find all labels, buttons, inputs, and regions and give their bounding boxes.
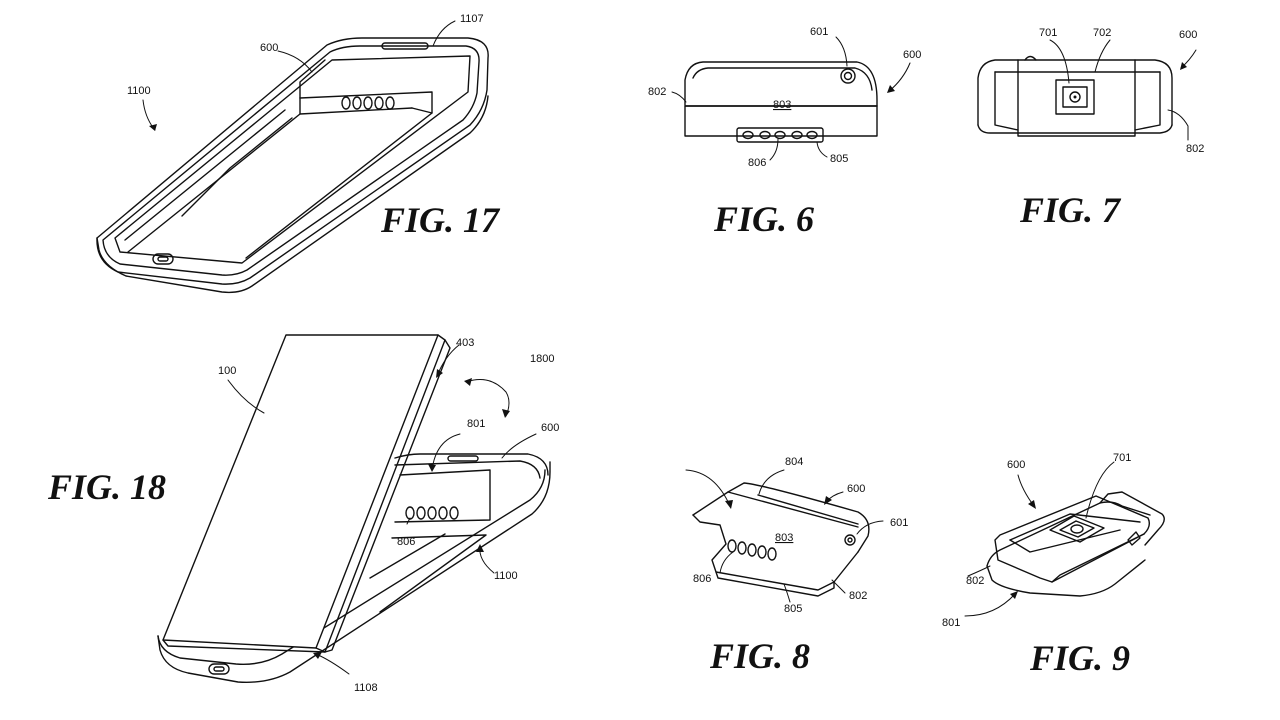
fig17-ref-opening: 1107 — [460, 13, 484, 25]
fig7-ref-plate: 702 — [1093, 27, 1111, 39]
fig18-contact-pins — [405, 506, 459, 520]
fig6-ref-pins: 806 — [748, 157, 766, 169]
fig8-contact-pins — [727, 539, 777, 561]
fig8-ref-face: 803 — [775, 532, 793, 544]
fig7-ref-side: 802 — [1186, 143, 1204, 155]
figure-7: 701 702 600 802 FIG. 7 — [977, 27, 1204, 230]
fig6-module-drawing — [684, 61, 878, 143]
fig6-ref-button: 601 — [810, 26, 828, 38]
figure-18: 100 403 1800 801 600 806 1100 1108 FIG. … — [47, 334, 559, 694]
fig18-title: FIG. 18 — [47, 467, 166, 507]
fig6-contact-pins — [742, 130, 818, 140]
fig7-title: FIG. 7 — [1019, 190, 1122, 230]
figure-6: 601 600 802 803 806 805 FIG. 6 — [648, 26, 921, 239]
fig9-ref-slot: 801 — [942, 617, 960, 629]
fig8-module-drawing — [692, 482, 870, 597]
fig9-ref-module: 600 — [1007, 459, 1025, 471]
fig8-title: FIG. 8 — [709, 636, 810, 676]
figure-9: 600 701 802 801 FIG. 9 — [942, 452, 1165, 678]
fig8-ref-rail: 804 — [785, 456, 803, 468]
fig18-ref-back: 403 — [456, 337, 474, 349]
fig9-module-drawing — [986, 491, 1165, 597]
fig8-ref-side: 802 — [849, 590, 867, 602]
fig6-title: FIG. 6 — [713, 199, 814, 239]
fig17-case-drawing — [96, 37, 489, 294]
figure-8: 804 600 803 601 806 805 802 FIG. 8 — [685, 456, 908, 676]
fig6-ref-face: 803 — [773, 99, 791, 111]
fig6-ref-side: 802 — [648, 86, 666, 98]
fig9-ref-sensor: 701 — [1113, 452, 1131, 464]
fig18-ref-pins: 806 — [397, 536, 415, 548]
fig18-ref-device: 100 — [218, 365, 236, 377]
fig18-ref-assembly: 1800 — [530, 353, 554, 365]
fig18-assembly-drawing — [157, 334, 551, 683]
fig17-ref-case: 1100 — [127, 85, 151, 97]
fig18-ref-module: 600 — [541, 422, 559, 434]
fig18-ref-case: 1100 — [494, 570, 518, 582]
fig18-ref-port: 1108 — [354, 682, 378, 694]
fig9-ref-side: 802 — [966, 575, 984, 587]
figure-17: 1100 600 1107 FIG. 17 — [96, 13, 501, 294]
fig8-ref-edge: 805 — [784, 603, 802, 615]
fig6-ref-module: 600 — [903, 49, 921, 61]
fig7-module-drawing — [977, 55, 1173, 137]
fig7-ref-sensor: 701 — [1039, 27, 1057, 39]
fig8-ref-button: 601 — [890, 517, 908, 529]
fig18-ref-slot: 801 — [467, 418, 485, 430]
fig17-title: FIG. 17 — [380, 200, 501, 240]
fig6-ref-edge: 805 — [830, 153, 848, 165]
fig8-ref-pins: 806 — [693, 573, 711, 585]
fig17-contact-pins — [341, 96, 395, 110]
fig8-ref-module: 600 — [847, 483, 865, 495]
fig9-title: FIG. 9 — [1029, 638, 1130, 678]
fig7-ref-module: 600 — [1179, 29, 1197, 41]
fig17-ref-module: 600 — [260, 42, 278, 54]
